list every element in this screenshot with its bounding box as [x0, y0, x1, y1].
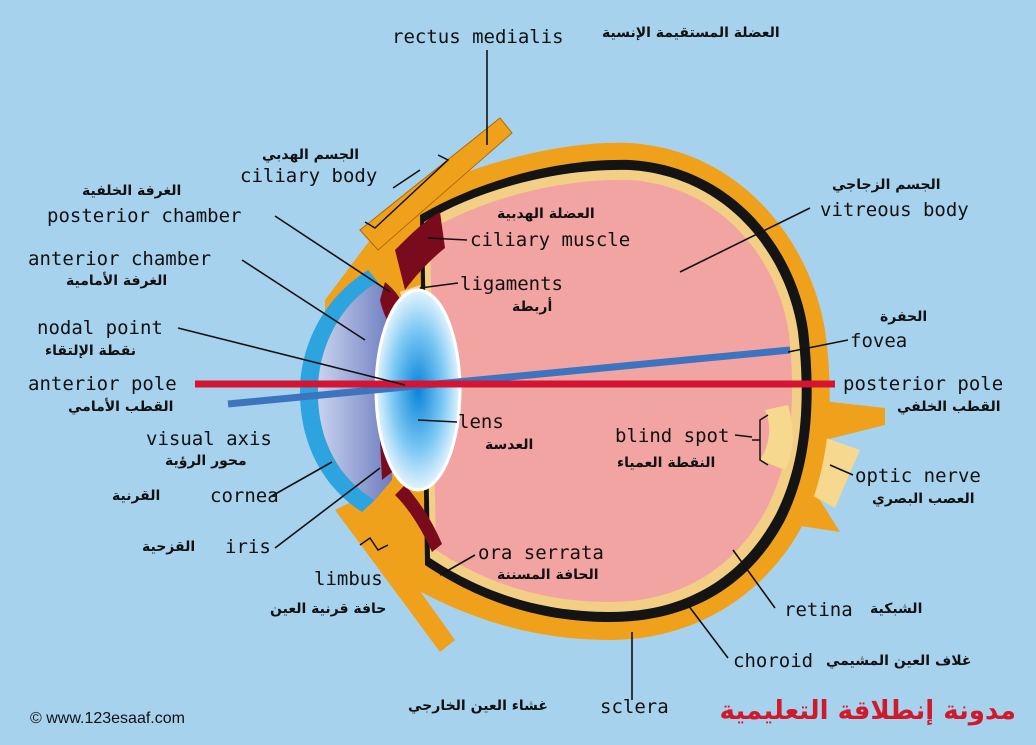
label-posterior-pole-ar: القطب الخلفي	[897, 398, 1001, 416]
label-sclera-ar: غشاء العين الخارجي	[408, 697, 548, 715]
label-ora-serrata-ar: الحافة المسننة	[497, 566, 599, 584]
copyright-text: © www.123esaaf.com	[30, 710, 185, 728]
label-limbus-ar: حافة قرنية العين	[270, 600, 386, 618]
label-visual-axis: visual axis	[146, 428, 272, 450]
label-posterior-pole: posterior pole	[843, 373, 1003, 395]
label-cornea-ar: القرنية	[112, 487, 160, 505]
label-ciliary-body-ar: الجسم الهدبي	[262, 146, 359, 164]
label-limbus: limbus	[314, 568, 383, 590]
label-anterior-pole-ar: القطب الأمامي	[68, 398, 173, 416]
label-anterior-chamber-ar: الغرفة الأمامية	[66, 272, 167, 290]
label-choroid-ar: غلاف العين المشيمي	[826, 652, 971, 670]
label-blind-spot: blind spot	[615, 425, 729, 447]
label-vitreous-body: vitreous body	[820, 199, 969, 221]
label-cornea: cornea	[210, 485, 279, 507]
label-fovea-ar: الحفرة	[880, 308, 927, 326]
label-iris: iris	[225, 536, 271, 558]
label-fovea: fovea	[850, 330, 907, 352]
label-posterior-chamber: posterior chamber	[47, 205, 241, 227]
label-ciliary-muscle-ar: العضلة الهدبية	[497, 205, 595, 223]
label-nodal-point: nodal point	[37, 317, 163, 339]
label-anterior-pole: anterior pole	[28, 373, 177, 395]
label-nodal-point-ar: نقطة الإلتقاء	[45, 342, 136, 360]
label-posterior-chamber-ar: الغرفة الخلفية	[82, 182, 181, 200]
label-retina: retina	[784, 599, 853, 621]
label-lens: lens	[458, 411, 504, 433]
label-ligaments-ar: أربطة	[512, 298, 552, 316]
label-visual-axis-ar: محور الرؤية	[165, 452, 247, 470]
label-lens-ar: العدسة	[485, 436, 533, 454]
label-rectus-medialis-ar: العضلة المستقيمة الإنسية	[602, 24, 780, 42]
label-anterior-chamber: anterior chamber	[28, 248, 211, 270]
brand-title: مدونة إنطلاقة التعليمية	[720, 696, 1016, 726]
label-choroid: choroid	[733, 650, 813, 672]
label-ciliary-body: ciliary body	[240, 165, 377, 187]
label-rectus-medialis: rectus medialis	[392, 26, 564, 48]
label-ligaments: ligaments	[460, 273, 563, 295]
label-ora-serrata: ora serrata	[478, 542, 604, 564]
label-ciliary-muscle: ciliary muscle	[470, 229, 630, 251]
label-sclera: sclera	[600, 696, 669, 718]
label-retina-ar: الشبكية	[870, 600, 922, 618]
label-optic-nerve-ar: العصب البصري	[872, 490, 975, 508]
label-blind-spot-ar: النقطة العمياء	[617, 454, 715, 472]
label-iris-ar: القزحية	[142, 538, 195, 556]
label-vitreous-body-ar: الجسم الزجاجي	[832, 176, 941, 194]
label-optic-nerve: optic nerve	[855, 465, 981, 487]
